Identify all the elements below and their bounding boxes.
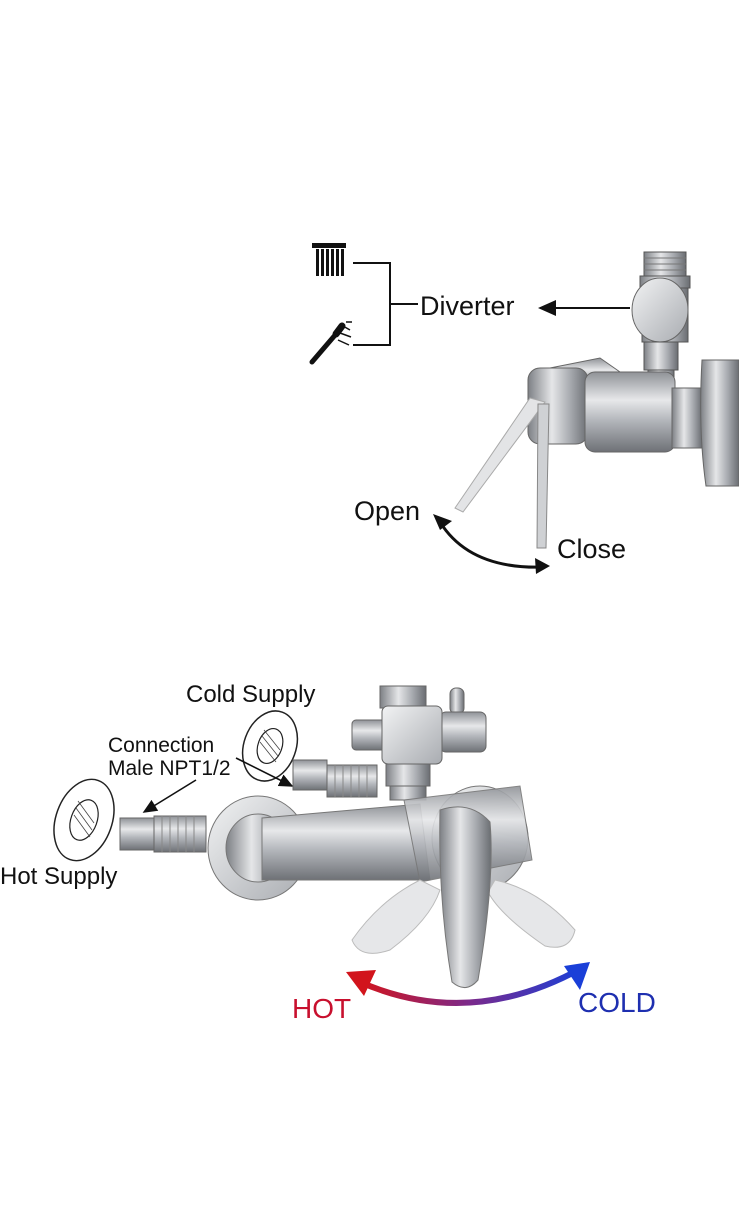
hot-supply-label: Hot Supply [0,863,117,890]
hot-connector [119,815,207,853]
diverter-section: Diverter Open Close [309,243,739,574]
cold-supply-label: Cold Supply [186,681,315,708]
faucet-body-side [454,357,739,549]
faucet-handles [351,806,576,988]
hand-shower-icon [309,321,352,365]
cold-label: COLD [578,987,656,1018]
hot-cold-arrow [346,962,590,1006]
supply-section: Cold Supply Connection Male NPT1/2 Hot S… [0,681,656,1024]
rain-showerhead-icon [312,243,346,276]
open-label: Open [354,496,420,526]
faucet-diverter-top [351,685,487,801]
hot-supply-escutcheon [53,778,115,862]
cold-supply-escutcheon [241,710,299,782]
hot-label: HOT [292,993,351,1024]
diverter-bracket [353,262,418,346]
open-close-arrow [438,521,546,569]
connection-arrow-hot [142,779,197,813]
close-label: Close [557,534,626,564]
diverter-valve [631,251,691,381]
cold-connector [292,759,378,798]
connection-arrow-cold [235,757,294,787]
connection-label-line1: Connection [108,734,214,757]
connection-label-line2: Male NPT1/2 [108,757,231,780]
diverter-label: Diverter [420,291,515,321]
